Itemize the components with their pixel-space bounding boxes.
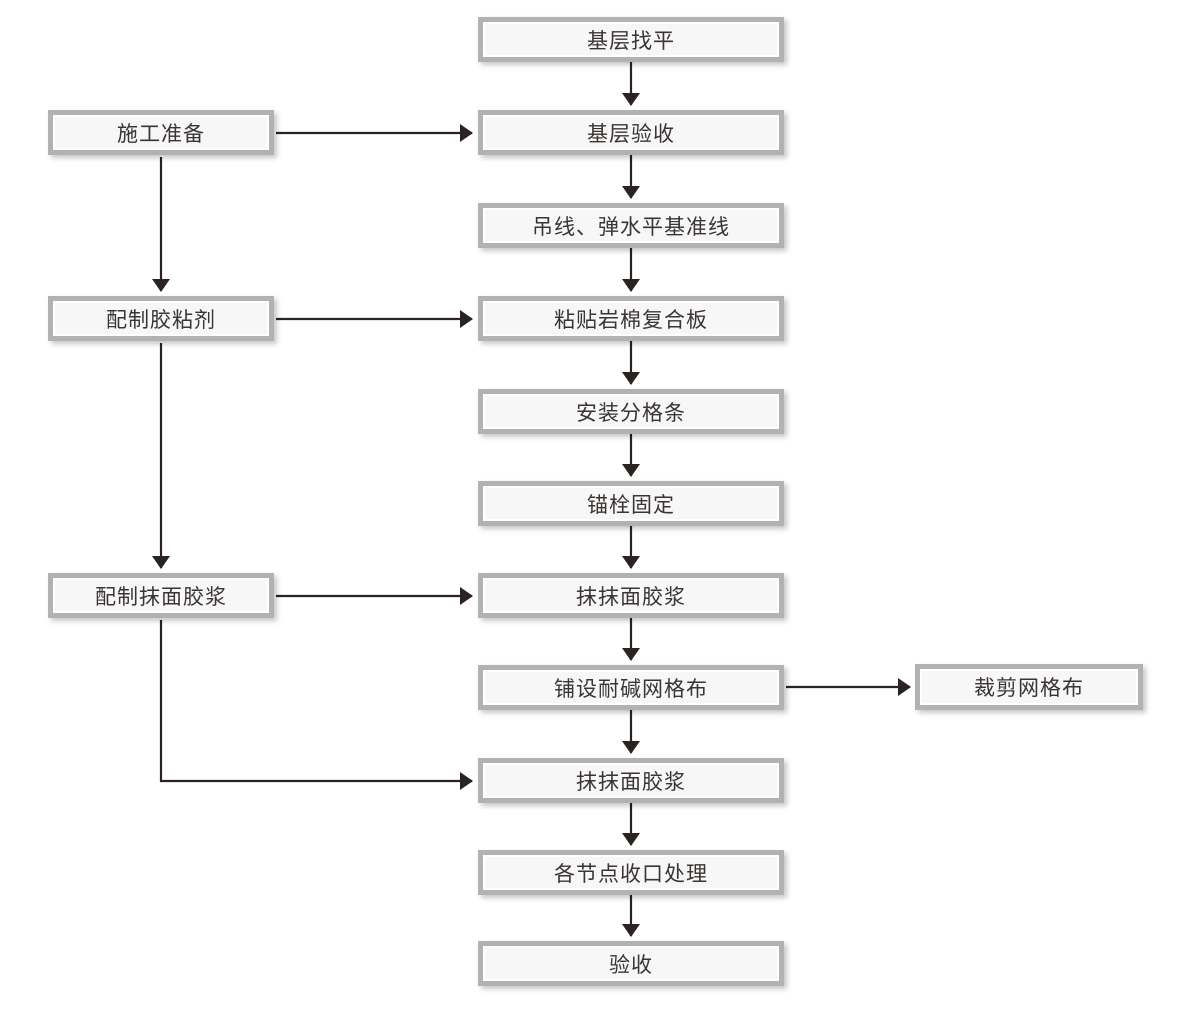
- flow-node-install-dividing-strips: 安装分格条: [478, 389, 784, 434]
- flow-node-anchor-bolt-fixing: 锚栓固定: [478, 481, 784, 526]
- flow-node-prepare-adhesive: 配制胶粘剂: [48, 296, 274, 341]
- flow-node-acceptance: 验收: [478, 941, 784, 986]
- arrow-L3-n9: [159, 620, 473, 790]
- flow-node-node-closing-treatment: 各节点收口处理: [478, 850, 784, 895]
- flow-node-reference-line: 吊线、弹水平基准线: [478, 203, 784, 248]
- flow-node-base-acceptance: 基层验收: [478, 110, 784, 155]
- flow-node-paste-rockwool-board: 粘贴岩棉复合板: [478, 296, 784, 341]
- flow-node-cut-mesh-cloth: 裁剪网格布: [915, 664, 1143, 710]
- flow-node-construction-preparation: 施工准备: [48, 110, 274, 155]
- flow-node-apply-surface-mortar-1: 抹抹面胶浆: [478, 573, 784, 618]
- flow-node-apply-surface-mortar-2: 抹抹面胶浆: [478, 758, 784, 803]
- flow-node-lay-mesh-cloth: 铺设耐碱网格布: [478, 665, 784, 710]
- flow-node-base-leveling: 基层找平: [478, 17, 784, 62]
- flow-node-prepare-surface-mortar: 配制抹面胶浆: [48, 573, 274, 618]
